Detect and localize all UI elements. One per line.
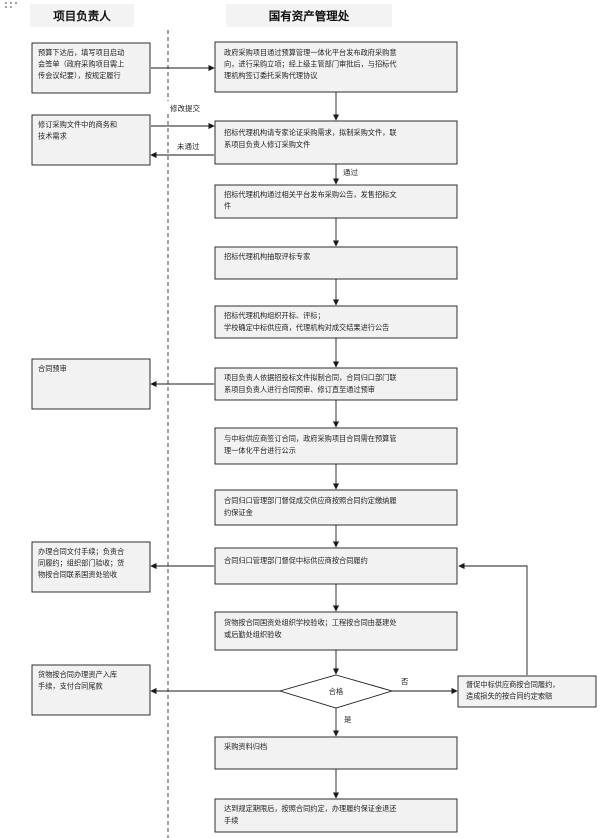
node-l4-text: 办理合同文付手续；负责合同履约；组织部门验收；货物按合同联系国资处验收 xyxy=(38,547,124,579)
node-r8-performance-bond xyxy=(214,489,458,526)
node-l2-revise-requirements xyxy=(31,114,151,166)
node-r2-text: 招标代理机构请专家论证采购需求，拟制采购文件，联系项目负责人修订采购文件 xyxy=(224,128,397,149)
node-r5-text: 招标代理机构组织开标、评标；学校确定中标供应商，代理机构对成交结果进行公告 xyxy=(224,311,389,332)
lane-title-project-lead: 项目负责人 xyxy=(53,9,111,23)
decision-qualified-text: 合格 xyxy=(329,687,344,696)
lane-header-right-bg xyxy=(226,4,392,27)
node-l1-startup-form xyxy=(31,42,151,94)
node-l3-text: 合同预审 xyxy=(38,364,67,373)
label-bg-not-pass xyxy=(175,139,207,152)
node-r6-contract-draft xyxy=(214,367,458,401)
node-r3-publish-notice xyxy=(214,184,458,219)
node-r7-sign-contract xyxy=(214,427,458,465)
edge-label-revise-submit: 修改提交 xyxy=(170,103,200,113)
node-r4-select-experts xyxy=(214,246,458,280)
edge-label-not-pass: 未通过 xyxy=(177,141,200,151)
node-r1-text: 政府采购项目通过预算管理一体化平台发布政府采购意向，进行采购立项；经上级主管部门… xyxy=(224,48,397,80)
drag-handle-icon[interactable] xyxy=(4,1,18,9)
node-r10-acceptance xyxy=(214,611,458,651)
label-bg-no xyxy=(399,676,413,687)
label-bg-pass xyxy=(340,165,364,178)
edge-label-yes: 是 xyxy=(344,715,352,724)
node-r2-draft-documents xyxy=(214,120,458,165)
edge-label-no: 否 xyxy=(401,677,409,686)
node-r9-supervise-performance xyxy=(214,547,458,585)
edge-label-pass: 通过 xyxy=(343,167,358,177)
node-r6-text: 项目负责人依据招投标文件拟制合同，合同归口部门联系项目负责人进行合同预审、修订直… xyxy=(224,373,397,394)
node-r4-text: 招标代理机构抽取评标专家 xyxy=(224,252,310,261)
node-r12-text: 达到规定期限后，按照合同约定，办理履约保证金退还手续 xyxy=(224,804,397,825)
decision-qualified xyxy=(278,674,394,709)
node-r12-bond-refund xyxy=(214,798,458,833)
lane-header-left-bg xyxy=(30,4,134,27)
node-l2-text: 修订采购文件中的商务和技术需求 xyxy=(38,120,117,141)
node-r11-archive xyxy=(214,736,458,770)
node-r8-text: 合同归口管理部门督促成交供应商按照合同约定缴纳履约保证金 xyxy=(224,496,397,517)
label-bg-revise xyxy=(167,101,211,114)
node-l5-asset-storage xyxy=(31,664,151,716)
node-l4-contract-procedures xyxy=(31,541,151,593)
node-l5-text: 货物按合同办理资产入库手续，支付合同尾款 xyxy=(38,670,117,691)
node-r10-text: 货物按合同国资处组织学校验收；工程按合同由基建处或后勤处组织验收 xyxy=(224,618,397,639)
connectors xyxy=(150,64,528,799)
node-r11-text: 采购资料归档 xyxy=(224,742,267,751)
node-r3-text: 招标代理机构通过相关平台发布采购公告，发售招标文件 xyxy=(224,190,397,211)
lane-title-asset-office: 国有资产管理处 xyxy=(269,9,350,23)
node-rr-claim xyxy=(457,675,597,708)
node-rr-text: 督促中标供应商按合同履约，造成损失的按合同约定索赔 xyxy=(466,680,559,701)
node-l1-text: 预算下达后，填写项目启动会签单（政府采购项目需上传会议纪要），按规定履行 xyxy=(38,48,124,80)
node-r5-bid-evaluation xyxy=(214,305,458,339)
node-r7-text: 与中标供应商签订合同，政府采购项目合同需在预算管理一体化平台进行公示 xyxy=(224,434,397,455)
node-r1-procurement-intent xyxy=(214,41,458,93)
label-bg-yes xyxy=(342,713,356,725)
arrow-rr-r9 xyxy=(458,562,528,675)
node-l3-contract-review xyxy=(31,358,151,410)
node-r9-text: 合同归口管理部门督促中标供应商按合同履约 xyxy=(224,556,368,565)
